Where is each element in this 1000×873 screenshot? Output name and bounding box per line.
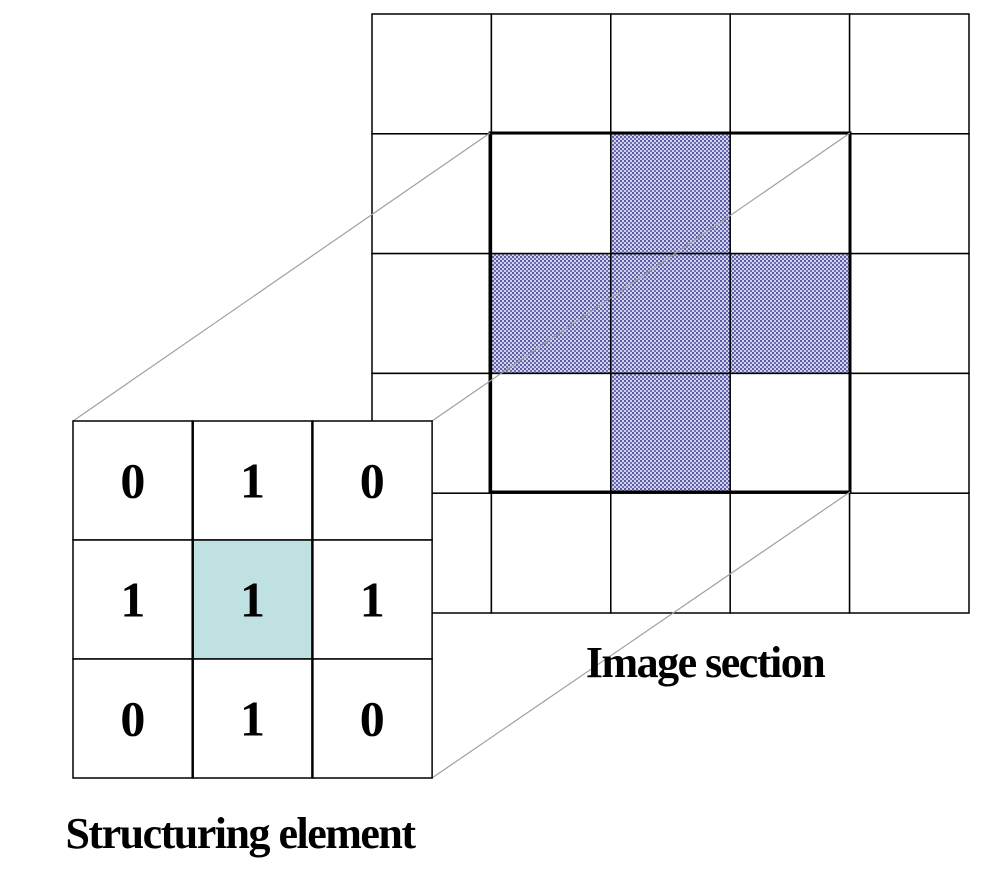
structuring-element-cell: [72, 658, 194, 779]
projection-lines: [72, 132, 851, 779]
image-cell: [848, 133, 970, 255]
image-cell-filled: [610, 372, 731, 494]
image-cell: [371, 13, 493, 135]
image-cell: [490, 492, 612, 614]
structuring-element-value: 0: [360, 691, 385, 747]
projection-line-bottom-right: [431, 491, 851, 779]
structuring-element-cell: [72, 539, 194, 660]
structuring-element-value: 1: [240, 691, 265, 747]
image-cell: [729, 492, 851, 614]
projection-line-top-right: [431, 132, 851, 422]
image-cell: [848, 13, 970, 135]
image-cell: [490, 372, 612, 494]
image-cell: [848, 252, 970, 375]
image-cell: [729, 372, 851, 494]
image-cell: [729, 13, 851, 135]
structuring-element-value: 0: [120, 691, 145, 747]
image-cell: [848, 492, 970, 614]
structuring-element-value: 0: [360, 453, 385, 509]
structuring-element-label: Structuring element: [65, 809, 416, 858]
structuring-element-grid: 0 1 0 1 1 1 0 1 0: [72, 420, 433, 779]
projection-line-top-left: [72, 132, 491, 422]
image-cell: [371, 133, 493, 255]
image-cell-filled: [490, 252, 612, 375]
image-section-window: [488, 131, 852, 494]
image-cell: [490, 13, 612, 135]
image-cell: [848, 372, 970, 494]
structuring-element-value: 1: [120, 572, 145, 628]
structuring-element-value: 1: [240, 453, 265, 509]
structuring-element-cell: [191, 658, 314, 779]
image-cell-filled: [610, 252, 731, 375]
image-cell: [371, 252, 493, 375]
image-section-label: Image section: [586, 638, 825, 687]
structuring-element-cell: [311, 658, 433, 779]
image-cell-filled: [610, 133, 731, 255]
image-cell: [729, 133, 851, 255]
structuring-element-value: 1: [240, 572, 265, 628]
image-cell: [610, 492, 731, 614]
image-cell-filled: [729, 252, 851, 375]
image-cell: [610, 13, 731, 135]
image-cell: [490, 133, 612, 255]
structuring-element-value: 1: [360, 572, 385, 628]
structuring-element-value: 0: [120, 453, 145, 509]
image-section-grid: [371, 13, 970, 614]
